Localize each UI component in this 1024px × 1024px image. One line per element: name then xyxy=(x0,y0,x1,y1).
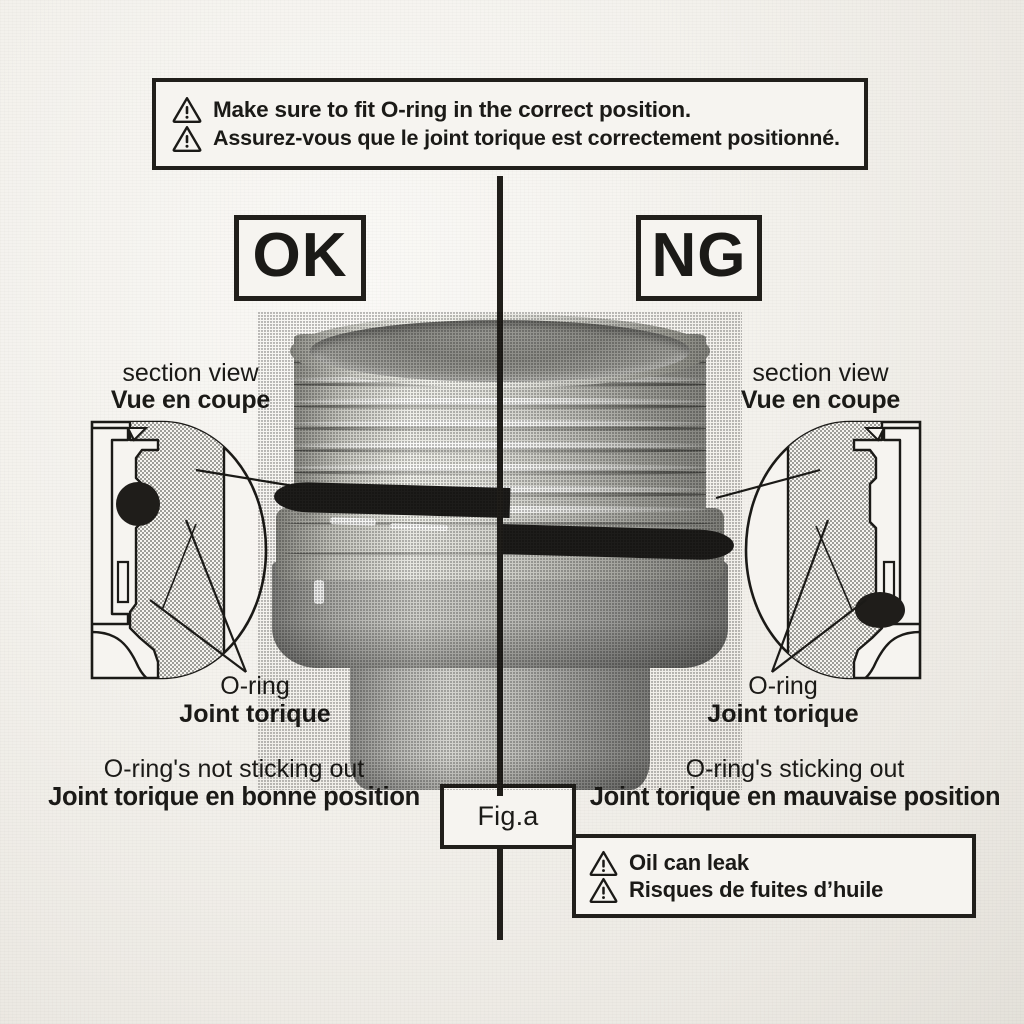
verdict-badge-ng: NG xyxy=(636,215,762,301)
section-view-drawing-ok xyxy=(84,414,268,686)
top-warning-line-fr: Assurez-vous que le joint torique est co… xyxy=(172,125,848,152)
section-view-caption-right: section view Vue en coupe xyxy=(718,360,923,414)
warning-triangle-icon xyxy=(172,126,202,152)
oring-cross-section-ng xyxy=(855,592,905,628)
status-caption-ng: O-ring's sticking out Joint torique en m… xyxy=(588,755,1002,812)
oring-cross-section-ok xyxy=(116,482,160,526)
warning-triangle-icon xyxy=(589,850,618,876)
top-warning-text-fr: Assurez-vous que le joint torique est co… xyxy=(213,126,840,150)
verdict-label-ok: OK xyxy=(252,221,348,290)
section-view-caption-right-fr: Vue en coupe xyxy=(740,386,901,414)
bottom-warning-text-en: Oil can leak xyxy=(629,849,749,875)
oring-label-left-en: O-ring xyxy=(220,672,290,700)
section-view-caption-left-fr: Vue en coupe xyxy=(110,386,271,414)
bottom-warning-line-en: Oil can leak xyxy=(589,850,959,876)
verdict-badge-ok: OK xyxy=(234,215,366,301)
oring-label-right-fr: Joint torique xyxy=(707,699,859,728)
verdict-label-ng: NG xyxy=(651,221,747,290)
figure-caption-box: Fig.a xyxy=(440,784,576,849)
bottom-warning-box: Oil can leak Risques de fuites d’huile xyxy=(572,834,976,918)
oring-label-left: O-ring Joint torique xyxy=(140,672,370,728)
top-warning-box: Make sure to fit O-ring in the correct p… xyxy=(152,78,868,170)
section-view-caption-left-en: section view xyxy=(122,359,259,387)
warning-triangle-icon xyxy=(172,97,202,123)
oring-label-left-fr: Joint torique xyxy=(179,699,331,728)
status-caption-ok: O-ring's not sticking out Joint torique … xyxy=(32,755,436,812)
bottom-warning-line-fr: Risques de fuites d’huile xyxy=(589,877,959,903)
status-caption-ng-fr: Joint torique en mauvaise position xyxy=(589,783,1001,811)
status-caption-ok-en: O-ring's not sticking out xyxy=(103,755,365,783)
center-divider-lower xyxy=(497,848,503,940)
figure-caption-text: Fig.a xyxy=(477,801,539,831)
status-caption-ng-en: O-ring's sticking out xyxy=(685,755,905,783)
top-warning-line-en: Make sure to fit O-ring in the correct p… xyxy=(172,96,848,123)
photo-split-line xyxy=(497,306,503,796)
warning-triangle-icon xyxy=(589,877,618,903)
section-view-drawing-ng xyxy=(744,414,928,686)
status-caption-ok-fr: Joint torique en bonne position xyxy=(48,783,420,811)
section-view-caption-right-en: section view xyxy=(752,359,889,387)
oring-label-right: O-ring Joint torique xyxy=(668,672,898,728)
oring-label-right-en: O-ring xyxy=(748,672,818,700)
bottom-warning-text-fr: Risques de fuites d’huile xyxy=(629,876,884,902)
top-warning-text-en: Make sure to fit O-ring in the correct p… xyxy=(213,96,691,122)
section-view-caption-left: section view Vue en coupe xyxy=(88,360,293,414)
